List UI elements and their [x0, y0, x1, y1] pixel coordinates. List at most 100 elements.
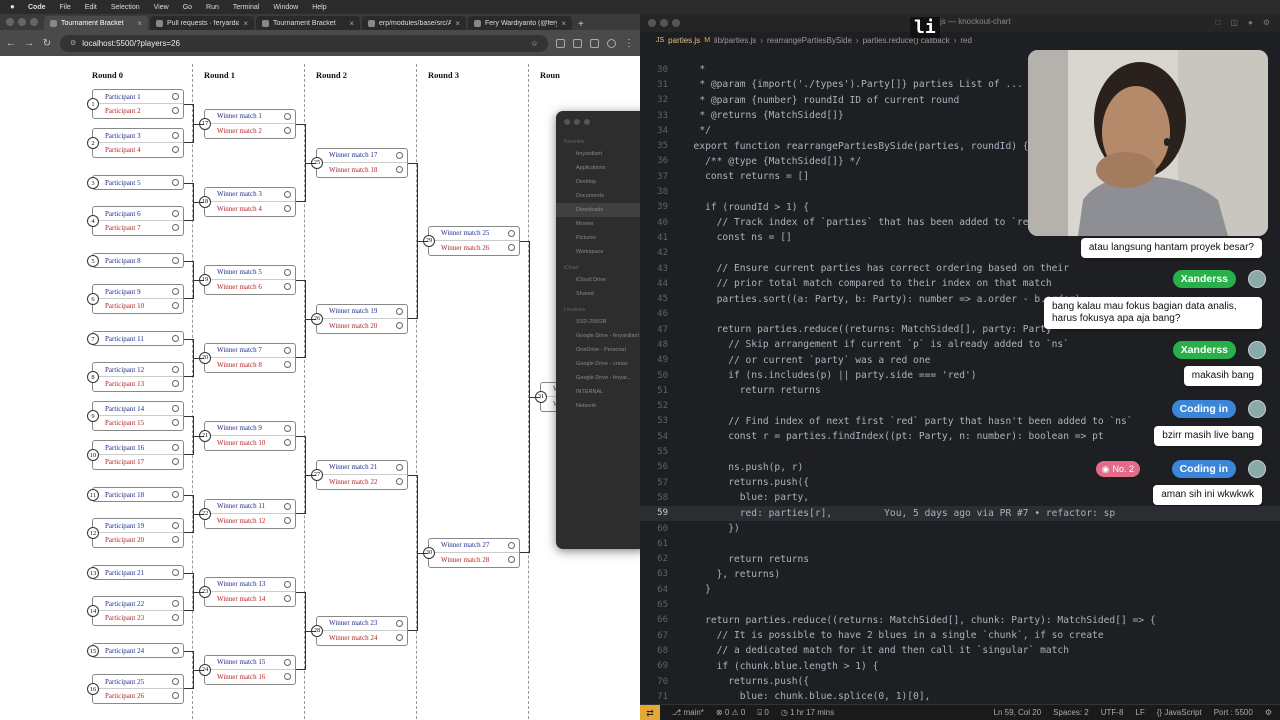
winner-radio[interactable] — [172, 288, 179, 295]
code-line[interactable]: 51 return returns — [640, 383, 1280, 398]
winner-radio[interactable] — [172, 647, 179, 654]
winner-radio[interactable] — [396, 477, 403, 485]
finder-minimize-icon[interactable] — [574, 119, 580, 125]
code-line[interactable]: 61 — [640, 536, 1280, 551]
code-line[interactable]: 68 // a dedicated match for it and then … — [640, 643, 1280, 658]
layout-icon[interactable]: □ — [1215, 18, 1221, 27]
winner-radio[interactable] — [284, 516, 291, 524]
close-tab-icon[interactable]: × — [349, 18, 354, 28]
winner-radio[interactable] — [172, 132, 179, 139]
red-participant-slot[interactable]: Participant 10 — [93, 299, 183, 313]
finder-sidebar-item[interactable]: iCloud Drive — [576, 277, 606, 283]
finder-sidebar-item[interactable]: Documents — [576, 193, 604, 199]
menu-terminal[interactable]: Terminal — [232, 3, 260, 11]
cursor-position[interactable]: Ln 59, Col 20 — [993, 708, 1042, 717]
winner-radio[interactable] — [172, 146, 179, 153]
winner-radio[interactable] — [396, 619, 403, 627]
browser-tab[interactable]: Fery Wardiyanto (@feryar...× — [468, 16, 572, 30]
blue-participant-slot[interactable]: Participant 22 — [93, 597, 183, 611]
code-line[interactable]: 36 /** @type {MatchSided[]} */ — [640, 154, 1280, 169]
finder-sidebar-item[interactable]: Downloads — [556, 203, 646, 217]
code-line[interactable]: 49 // or current `party` was a red one — [640, 353, 1280, 368]
winner-radio[interactable] — [172, 107, 179, 114]
winner-radio[interactable] — [172, 366, 179, 373]
blue-participant-slot[interactable]: Participant 14 — [93, 402, 183, 416]
reload-icon[interactable]: ↻ — [42, 37, 52, 49]
winner-radio[interactable] — [172, 93, 179, 100]
winner-radio[interactable] — [284, 594, 291, 602]
branch-status[interactable]: ⎇ main* — [672, 708, 704, 717]
winner-radio[interactable] — [396, 633, 403, 641]
code-line[interactable]: 50 if (ns.includes(p) || party.side === … — [640, 368, 1280, 383]
winner-radio[interactable] — [284, 282, 291, 290]
finder-sidebar-item[interactable]: feryardiant — [576, 151, 602, 157]
blue-participant-slot[interactable]: Participant 21 — [93, 566, 183, 580]
profile-icon[interactable] — [607, 38, 616, 48]
code-line[interactable]: 57 returns.push({ — [640, 475, 1280, 490]
red-participant-slot[interactable]: Winner match 14 — [205, 592, 295, 606]
winner-radio[interactable] — [396, 307, 403, 315]
menu-help[interactable]: Help — [312, 3, 327, 11]
code-line[interactable]: 56 ns.push(p, r) — [640, 460, 1280, 475]
winner-radio[interactable] — [284, 204, 291, 212]
winner-radio[interactable] — [284, 672, 291, 680]
red-participant-slot[interactable]: Winner match 16 — [205, 670, 295, 684]
finder-sidebar-item[interactable]: Google Drive - creasi — [576, 361, 628, 367]
winner-radio[interactable] — [284, 580, 291, 588]
winner-radio[interactable] — [172, 536, 179, 543]
problems-status[interactable]: ⊗ 0 ⚠ 0 — [715, 708, 746, 717]
winner-radio[interactable] — [172, 405, 179, 412]
blue-participant-slot[interactable]: Participant 24 — [93, 644, 183, 658]
finder-sidebar-item[interactable]: Workspace — [576, 249, 604, 255]
red-participant-slot[interactable]: Winner match 24 — [317, 631, 407, 645]
blue-participant-slot[interactable]: Winner match 19 — [317, 305, 407, 319]
finder-sidebar-item[interactable]: Movies — [576, 221, 594, 227]
editor-minimize-icon[interactable] — [660, 19, 668, 27]
time-tracker[interactable]: ◷ 1 hr 17 mins — [780, 708, 835, 717]
blue-participant-slot[interactable]: Participant 1 — [93, 90, 183, 104]
winner-radio[interactable] — [172, 522, 179, 529]
code-line[interactable]: 33 * @returns {MatchSided[]} — [640, 108, 1280, 123]
winner-radio[interactable] — [172, 678, 179, 685]
code-line[interactable]: 59 red: parties[r], You, 5 days ago via … — [640, 505, 1280, 521]
code-line[interactable]: 43 // Ensure current parties has correct… — [640, 261, 1280, 276]
blue-participant-slot[interactable]: Winner match 5 — [205, 266, 295, 280]
blue-participant-slot[interactable]: Winner match 9 — [205, 422, 295, 436]
browser-tab[interactable]: Tournament Bracket× — [44, 16, 148, 30]
menu-run[interactable]: Run — [206, 3, 219, 11]
new-tab-icon[interactable]: + — [578, 19, 584, 30]
winner-radio[interactable] — [284, 112, 291, 120]
blue-participant-slot[interactable]: Participant 25 — [93, 675, 183, 689]
live-server-port[interactable]: Port : 5500 — [1213, 708, 1253, 717]
finder-sidebar-item[interactable]: Applications — [576, 165, 606, 171]
blue-participant-slot[interactable]: Winner match 21 — [317, 461, 407, 475]
finder-sidebar-item[interactable]: Google Drive - feryar... — [576, 375, 632, 381]
close-tab-icon[interactable]: × — [455, 18, 460, 28]
finder-sidebar-item[interactable]: SSD-256GB — [576, 319, 607, 325]
language-mode[interactable]: {} JavaScript — [1156, 708, 1202, 717]
winner-radio[interactable] — [284, 658, 291, 666]
code-line[interactable]: 67 // It is possible to have 2 blues in … — [640, 628, 1280, 643]
finder-sidebar-item[interactable]: Shared — [576, 291, 594, 297]
blue-participant-slot[interactable]: Winner match 13 — [205, 578, 295, 592]
site-info-icon[interactable]: ⚙ — [70, 40, 77, 47]
menu-window[interactable]: Window — [273, 3, 299, 11]
red-participant-slot[interactable]: Participant 20 — [93, 533, 183, 547]
winner-radio[interactable] — [172, 380, 179, 387]
blue-participant-slot[interactable]: Participant 5 — [93, 176, 183, 190]
blue-participant-slot[interactable]: Participant 8 — [93, 254, 183, 268]
code-line[interactable]: 54 const r = parties.findIndex((pt: Part… — [640, 429, 1280, 444]
winner-radio[interactable] — [508, 229, 515, 237]
winner-radio[interactable] — [172, 600, 179, 607]
code-line[interactable]: 65 — [640, 597, 1280, 612]
browser-tab[interactable]: Tournament Bracket× — [256, 16, 360, 30]
code-line[interactable]: 44 // prior total match compared to thei… — [640, 276, 1280, 291]
settings-gear-icon[interactable]: ⚙ — [1262, 18, 1270, 27]
blue-participant-slot[interactable]: Winner match 3 — [205, 188, 295, 202]
blue-participant-slot[interactable]: Participant 19 — [93, 519, 183, 533]
code-line[interactable]: 64 } — [640, 582, 1280, 597]
red-participant-slot[interactable]: Winner match 20 — [317, 319, 407, 333]
code-line[interactable]: 34 */ — [640, 123, 1280, 138]
winner-radio[interactable] — [172, 491, 179, 498]
split-editor-icon[interactable]: ◫ — [1230, 18, 1238, 27]
